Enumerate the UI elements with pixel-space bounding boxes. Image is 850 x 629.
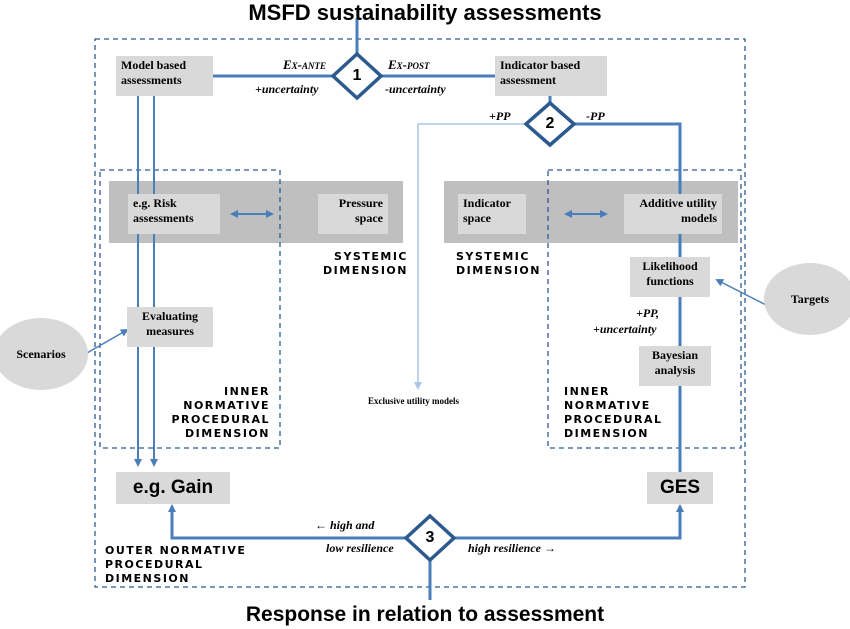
model-based-box: Model based assessments bbox=[116, 56, 213, 96]
diamond-2-label: 2 bbox=[545, 115, 555, 132]
high-resilience-label: high resilience → bbox=[468, 541, 557, 555]
pp-uncertainty-label-1: +PP, bbox=[636, 306, 659, 320]
additive-utility-box: Additive utility models bbox=[624, 194, 722, 234]
ges-box: GES bbox=[647, 472, 713, 504]
inner-dimension-right: INNER NORMATIVE PROCEDURAL DIMENSION bbox=[564, 385, 663, 440]
minus-pp-label: -PP bbox=[586, 109, 605, 123]
outer-dimension: OUTER NORMATIVE PROCEDURAL DIMENSION bbox=[105, 544, 247, 585]
inner-right-dashed-frame bbox=[547, 169, 742, 449]
pressure-space-box: Pressure space bbox=[318, 194, 388, 234]
plus-pp-label: +PP bbox=[489, 109, 511, 123]
diamond-3 bbox=[403, 513, 457, 563]
outer-dashed-frame bbox=[94, 38, 746, 588]
bottom-title: Response in relation to assessment bbox=[245, 603, 605, 626]
high-and-label: ← high and bbox=[315, 518, 375, 532]
scenarios-ellipse: Scenarios bbox=[0, 318, 88, 390]
diamond-1 bbox=[330, 51, 384, 101]
likelihood-functions-box: Likelihood functions bbox=[630, 257, 710, 297]
diagram-title: MSFD sustainability assessments bbox=[248, 0, 602, 25]
pp-uncertainty-label-2: +uncertainty bbox=[593, 322, 657, 336]
systemic-dimension-right: SYSTEMIC DIMENSION bbox=[456, 250, 541, 277]
indicator-space-box: Indicator space bbox=[458, 194, 526, 234]
diamond-3-label: 3 bbox=[425, 529, 435, 546]
targets-ellipse: Targets bbox=[764, 263, 850, 335]
exclusive-utility-label: Exclusive utility models bbox=[368, 396, 460, 406]
minus-uncertainty-label: -uncertainty bbox=[385, 82, 446, 96]
inner-left-dashed-frame bbox=[99, 169, 281, 449]
diamond-1-label: 1 bbox=[352, 67, 362, 84]
plus-uncertainty-label: +uncertainty bbox=[255, 82, 319, 96]
indicator-based-box: Indicator based assessment bbox=[495, 56, 607, 96]
ex-post-label: Ex-post bbox=[388, 57, 430, 72]
systemic-dimension-left: SYSTEMIC DIMENSION bbox=[323, 250, 408, 277]
bayesian-analysis-box: Bayesian analysis bbox=[639, 346, 711, 386]
gain-box: e.g. Gain bbox=[116, 472, 230, 504]
diamond-2 bbox=[523, 100, 577, 148]
ex-ante-label: Ex-ante bbox=[283, 57, 327, 72]
risk-assessments-box: e.g. Risk assessments bbox=[128, 194, 220, 234]
inner-dimension-left: INNER NORMATIVE PROCEDURAL DIMENSION bbox=[171, 385, 270, 440]
low-resilience-label: low resilience bbox=[326, 541, 394, 555]
evaluating-measures-box: Evaluating measures bbox=[127, 307, 213, 347]
